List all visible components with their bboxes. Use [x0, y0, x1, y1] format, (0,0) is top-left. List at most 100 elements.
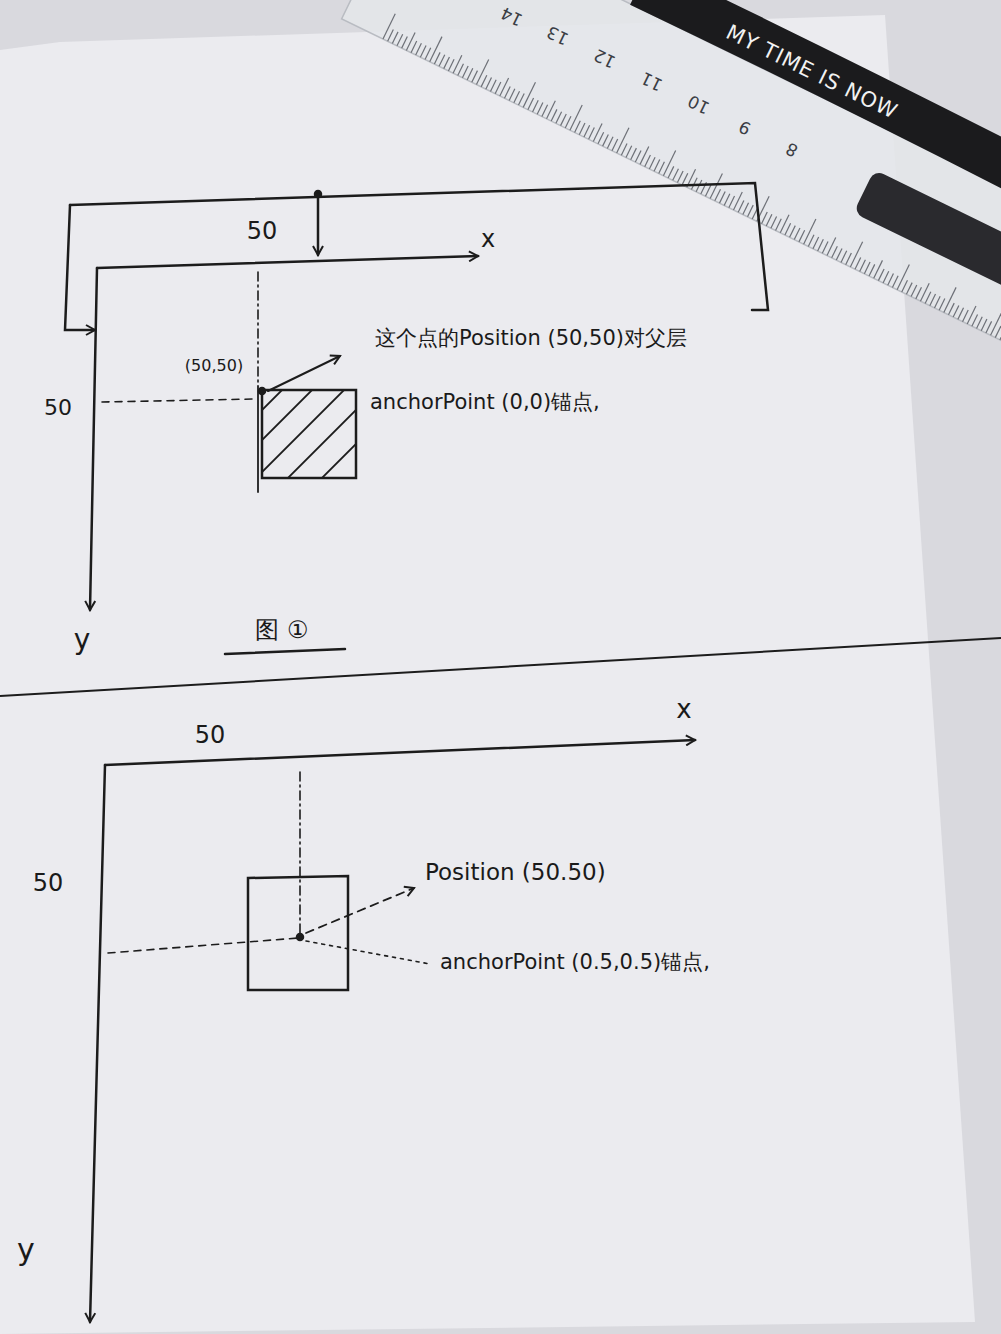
- guide-line: [299, 772, 301, 935]
- ruler-tick: [626, 146, 632, 158]
- ruler-tick: [953, 305, 959, 317]
- pen-illustration: [852, 166, 1001, 383]
- ruler-tick: [808, 235, 814, 247]
- y-axis: [90, 268, 97, 610]
- ruler-tick: [724, 194, 730, 206]
- layer-square: [262, 390, 356, 478]
- ruler-tick: [762, 212, 768, 224]
- ruler-tick: [589, 128, 595, 140]
- ruler-tick: [682, 173, 688, 185]
- dimension-label: 50: [33, 870, 64, 898]
- ruler-tick: [462, 66, 468, 78]
- note-text: anchorPoint (0,0)锚点,: [370, 390, 600, 414]
- ruler-tick: [785, 223, 791, 235]
- ruler-tick: [528, 98, 534, 110]
- ruler-number: 8: [783, 138, 801, 160]
- ruler-tick: [533, 100, 539, 112]
- ruler-tick: [458, 64, 464, 76]
- ruler-tick: [673, 169, 679, 181]
- x-axis: [105, 740, 695, 765]
- hatching: [262, 390, 356, 478]
- hatch-line: [262, 390, 344, 472]
- axis-label: y: [74, 624, 91, 656]
- ruler-tick: [612, 139, 618, 151]
- ruler-tick: [668, 166, 674, 178]
- ruler-tick: [790, 226, 796, 238]
- ruler-tick: [579, 123, 585, 135]
- ruler-tick: [509, 89, 515, 101]
- ruler-tick: [738, 201, 744, 213]
- ruler-tick: [434, 52, 440, 64]
- anchor-dot: [259, 388, 265, 394]
- ruler-tick: [958, 308, 964, 320]
- ruler-tick: [799, 230, 805, 242]
- ruler-tick: [467, 68, 473, 80]
- ruler-tick: [556, 112, 562, 124]
- ruler-tick: [481, 75, 487, 87]
- guide-line: [257, 272, 259, 385]
- ruler-tick: [836, 248, 842, 260]
- ruler-tick: [743, 203, 749, 215]
- ruler-tick: [710, 173, 722, 198]
- extension-line: [257, 386, 259, 492]
- ruler-tick: [430, 37, 442, 62]
- axis-label: x: [676, 695, 691, 725]
- ruler-tick: [523, 82, 535, 107]
- ruler-tick: [864, 262, 870, 274]
- ruler-tick: [860, 260, 866, 272]
- anchor-dot: [297, 934, 303, 940]
- wristband: [640, 0, 1001, 168]
- ruler-tick: [995, 326, 1001, 338]
- ruler-tick: [617, 128, 629, 153]
- ruler-tick: [930, 294, 936, 306]
- ruler-tick: [388, 30, 394, 42]
- note-text: 这个点的Position (50,50)对父层: [375, 326, 687, 350]
- coordinate-label: (50,50): [185, 357, 243, 375]
- hatch-line: [322, 444, 356, 478]
- ruler-tick: [565, 116, 571, 128]
- ruler-tick: [748, 205, 754, 217]
- ruler-tick: [719, 191, 725, 203]
- ruler-tick: [850, 242, 862, 267]
- leader-arrow: [306, 888, 414, 933]
- ruler-tick: [659, 162, 665, 174]
- parent-bracket: [70, 183, 768, 310]
- ruler-tick: [981, 319, 987, 331]
- leader-line: [306, 941, 430, 964]
- ruler-tick: [411, 41, 417, 53]
- figure-label: 图 ①: [255, 617, 308, 645]
- ruler-tick: [846, 253, 852, 265]
- ruler-tick: [944, 287, 956, 312]
- ruler-tick: [402, 36, 408, 48]
- ruler-tick: [561, 114, 567, 126]
- ruler-tick: [878, 269, 884, 281]
- ruler-tick: [519, 93, 525, 105]
- ruler-tick: [855, 258, 861, 270]
- ruler-tick: [383, 14, 395, 39]
- ruler-tick: [776, 219, 782, 231]
- ruler-tick: [416, 43, 422, 55]
- ruler-tick: [897, 265, 909, 290]
- x-axis: [97, 256, 478, 268]
- ruler-ticks: [383, 14, 1001, 424]
- ruler-tick: [542, 105, 548, 117]
- dimension-label: 50: [195, 722, 226, 750]
- ruler-tick: [729, 196, 735, 208]
- ruler-tick: [631, 148, 637, 160]
- ruler-tick: [916, 287, 922, 299]
- ruler-tick: [677, 171, 683, 183]
- ruler-tick: [397, 34, 403, 46]
- ruler-tick: [818, 239, 824, 251]
- parent-bracket-arrow: [65, 205, 95, 330]
- ruler-tick: [392, 32, 398, 44]
- ruler-tick: [448, 59, 454, 71]
- ruler-tick: [504, 87, 510, 99]
- y-axis: [90, 765, 105, 1322]
- layer-square: [248, 876, 348, 990]
- leader-arrow: [268, 356, 340, 391]
- ruler-tick: [832, 246, 838, 258]
- pen-grip: [853, 170, 1001, 292]
- ruler-tick: [514, 91, 520, 103]
- ruler-tick: [822, 242, 828, 254]
